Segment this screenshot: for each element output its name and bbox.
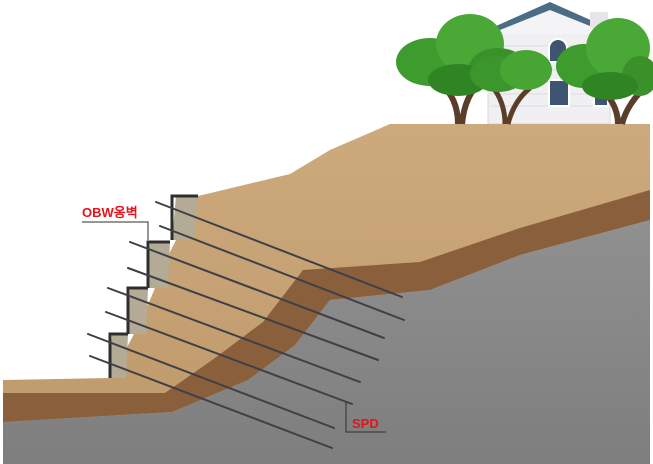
anchor-line — [159, 225, 405, 321]
anchor-line — [129, 241, 385, 339]
anchor-label: SPD — [352, 416, 379, 431]
anchor-line — [107, 287, 361, 383]
wall-callout: OBW옹벽 — [82, 205, 149, 240]
anchor-line — [89, 355, 333, 449]
wall-label: OBW옹벽 — [82, 205, 138, 220]
anchor-callout: SPD — [345, 402, 386, 433]
tree-icon — [470, 50, 552, 125]
anchor-line — [155, 201, 403, 298]
retaining-wall — [108, 194, 198, 378]
anchor-group — [87, 201, 405, 449]
tree-icon — [556, 18, 653, 125]
anchor-line — [105, 311, 353, 405]
soil-band — [3, 190, 650, 422]
anchor-line — [87, 333, 335, 429]
anchor-line — [127, 267, 379, 361]
